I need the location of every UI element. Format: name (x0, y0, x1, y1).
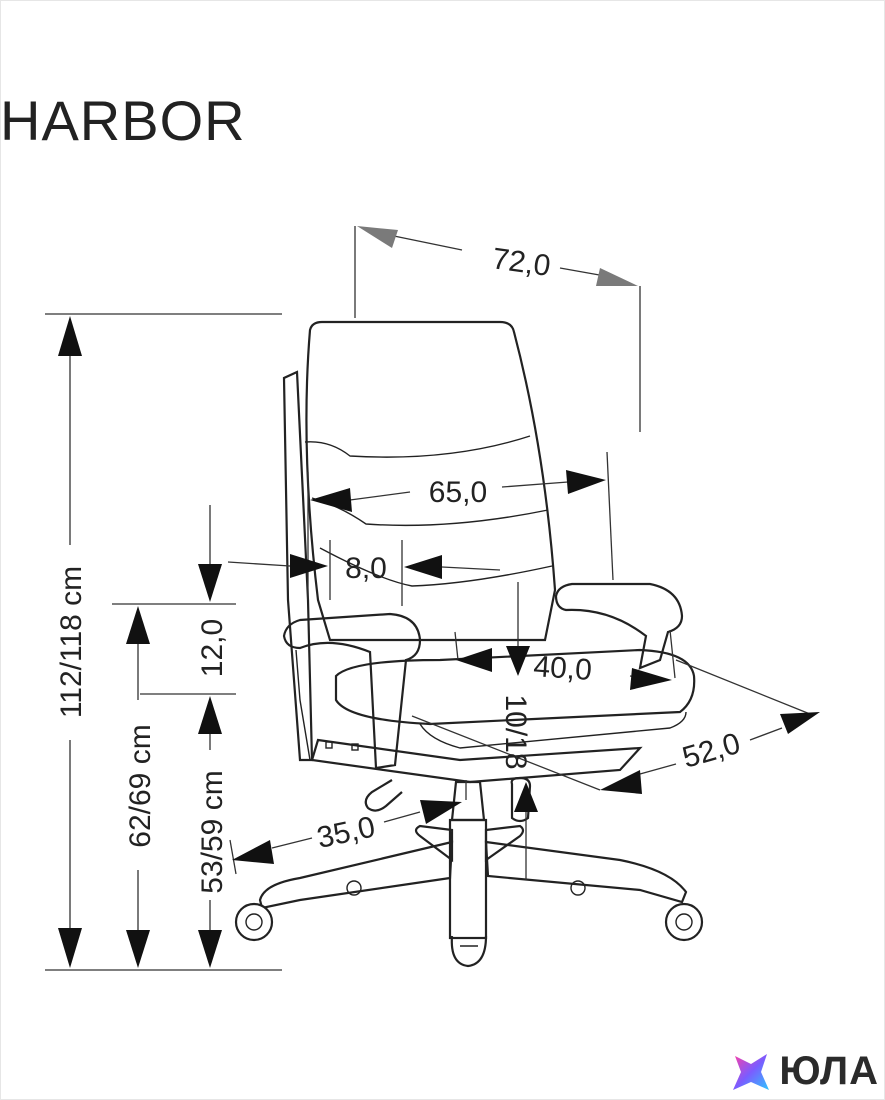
yula-logo-text: ЮЛА (779, 1049, 879, 1093)
dimension-lines (45, 226, 811, 971)
total-height-label: 112/118 cm (55, 566, 88, 718)
lift-range-label: 10/18 (499, 694, 532, 769)
total-width-label: 72,0 (490, 242, 552, 283)
armrest-height-label: 62/69 cm (124, 724, 157, 847)
arm-gap-label: 12,0 (196, 619, 229, 677)
chair-drawing (234, 320, 704, 968)
backrest-width-label: 65,0 (429, 476, 487, 509)
yula-logo-icon (733, 1053, 770, 1090)
yula-logo: ЮЛА (729, 1049, 879, 1094)
seat-height-label: 53/59 cm (196, 770, 229, 893)
arm-offset-label: 8,0 (345, 552, 387, 585)
total-depth-label: 52,0 (679, 727, 744, 775)
base-radius-label: 35,0 (314, 810, 378, 854)
seat-depth-label: 40,0 (532, 650, 593, 687)
dimension-arrows (58, 226, 820, 968)
product-title: HARBOR (0, 89, 246, 152)
